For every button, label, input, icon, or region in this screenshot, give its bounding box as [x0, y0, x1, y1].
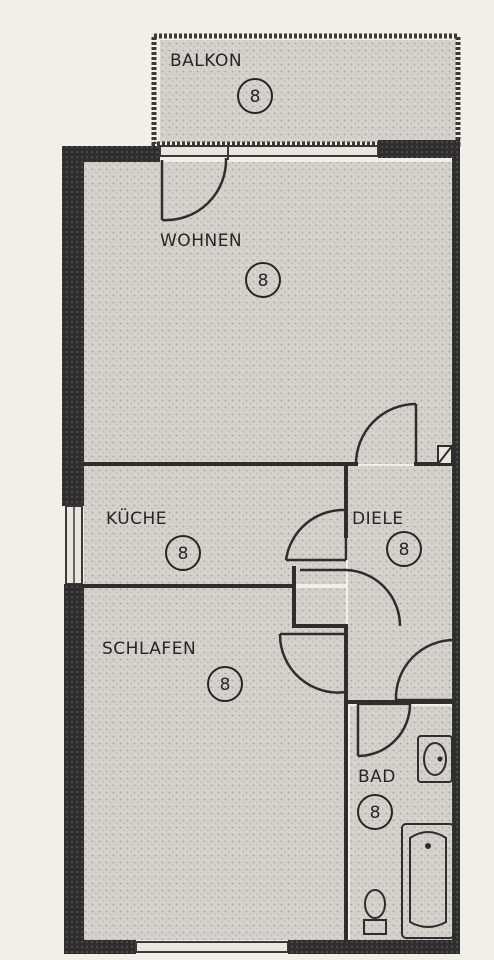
room-label-diele: DIELE [352, 509, 404, 529]
room-badge-number-balkon: 8 [250, 87, 261, 107]
diele-floor [348, 466, 454, 702]
doors [160, 157, 455, 758]
floor-fills [82, 40, 456, 940]
room-labels: BALKON 8 WOHNEN 8 KÜCHE 8 DIELE 8 SCHLAF… [102, 51, 422, 830]
door-diele-lower [300, 568, 402, 627]
room-badge-number-kueche: 8 [178, 544, 189, 564]
wall-south-right [288, 940, 460, 954]
room-badge-number-schlafen: 8 [220, 675, 231, 695]
balkon-floor [160, 40, 456, 142]
balcony-border [151, 33, 461, 147]
toilet-icon [363, 889, 387, 935]
room-label-bad: BAD [358, 767, 396, 787]
room-label-kueche: KÜCHE [106, 507, 167, 529]
window-south [135, 941, 289, 953]
balcony-window [159, 145, 379, 157]
wall-west-lower [64, 584, 84, 944]
bathtub-icon [401, 823, 455, 939]
wall-east [452, 140, 460, 950]
door-wohnen-balkon [160, 157, 228, 222]
sink-icon [417, 735, 453, 783]
room-badge-bad [357, 794, 393, 830]
wall-south-left [64, 940, 136, 954]
door-schlafen [278, 632, 348, 694]
room-badge-diele [386, 531, 422, 567]
room-badge-number-bad: 8 [370, 803, 381, 823]
door-kueche [284, 508, 348, 562]
room-badge-balkon [237, 78, 273, 114]
wall-west-upper [62, 146, 84, 506]
wall-north-left [62, 146, 160, 162]
room-badge-wohnen [245, 262, 281, 298]
room-badge-schlafen [207, 666, 243, 702]
schlafen-floor [84, 588, 346, 940]
fixtures [363, 735, 455, 939]
kueche-floor [84, 466, 346, 584]
room-label-schlafen: SCHLAFEN [102, 639, 196, 659]
door-bad [356, 702, 412, 758]
room-badge-number-wohnen: 8 [258, 271, 269, 291]
door-wohnen-diele [354, 402, 418, 465]
room-badge-number-diele: 8 [399, 540, 410, 560]
room-label-wohnen: WOHNEN [160, 231, 242, 251]
room-badge-kueche [165, 535, 201, 571]
exterior-walls [62, 140, 460, 954]
room-label-balkon: BALKON [170, 51, 242, 71]
wall-north-right [378, 140, 460, 158]
wohnen-floor [82, 162, 454, 464]
door-diele-east [394, 638, 455, 702]
